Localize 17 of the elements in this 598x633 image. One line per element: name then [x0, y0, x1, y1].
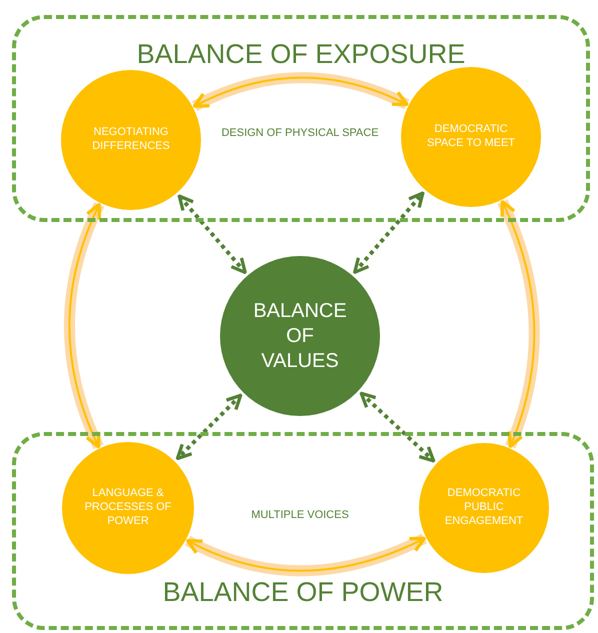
group-title: BALANCE OF EXPOSURE — [136, 39, 466, 70]
dotted-double-arrow — [353, 191, 424, 274]
circle-label: NEGOTIATING DIFFERENCES — [91, 126, 171, 154]
dotted-double-arrow — [178, 194, 247, 274]
dashed-group-frame — [12, 15, 590, 222]
circle-label: DEMOCRATIC SPACE TO MEET — [426, 123, 516, 151]
dotted-double-arrow — [176, 394, 242, 460]
group-title: BALANCE OF POWER — [162, 577, 444, 608]
curved-double-arrow — [64, 202, 104, 449]
curved-double-arrow — [192, 72, 410, 112]
circle-label: LANGUAGE & PROCESSES OF POWER — [84, 487, 172, 529]
circle-label: BALANCE OF VALUES — [253, 298, 347, 374]
dashed-group-frame — [12, 432, 594, 630]
circle-label: DEMOCRATIC PUBLIC ENGAGEMENT — [444, 487, 524, 529]
curved-double-arrow — [185, 534, 427, 576]
dotted-double-arrow — [360, 392, 436, 463]
curved-double-arrow — [497, 200, 540, 448]
